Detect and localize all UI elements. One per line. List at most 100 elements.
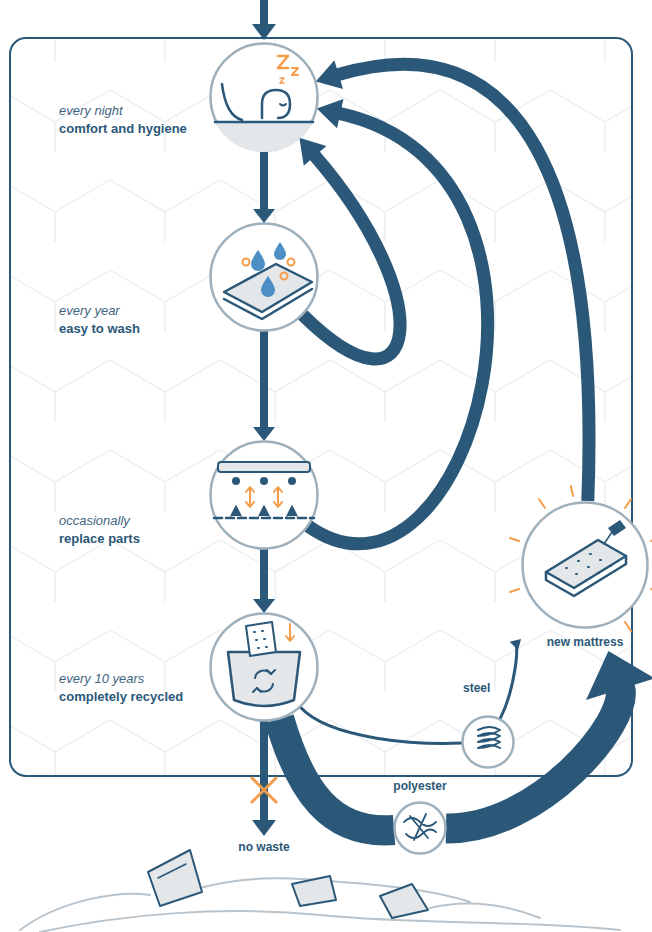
drop-arrow [286, 624, 294, 641]
bed-line [215, 121, 313, 124]
mattress-top [546, 540, 626, 588]
flow-connector [446, 651, 652, 828]
closed-eye [280, 104, 286, 106]
ground-line [40, 911, 620, 932]
arrow-head [253, 427, 275, 441]
swap-arrow [274, 487, 282, 507]
frame-border [10, 38, 632, 776]
circle-outline [209, 42, 319, 152]
spring-coil [478, 727, 500, 748]
node-text-block: every nightcomfort and hygiene [59, 102, 207, 138]
node-text-block: occasionallyreplace parts [59, 512, 207, 548]
arrow-head [316, 60, 343, 89]
frame-fill [10, 38, 632, 776]
foam-bubble [288, 259, 295, 266]
glow-rays [510, 486, 652, 631]
frame-pattern [10, 38, 632, 776]
glow-ray [625, 622, 631, 631]
flow-connector [300, 707, 462, 743]
circle-outline [461, 715, 515, 769]
water-drop [251, 250, 265, 271]
arrow-head [253, 209, 275, 223]
circle-outline [209, 612, 319, 722]
flow-connector [299, 138, 400, 359]
waste-bag [292, 876, 336, 906]
node-text-block: every 10 yearscompletely recycled [59, 670, 207, 706]
polyester-icon [404, 814, 436, 840]
foam-bubble [281, 273, 288, 280]
frequency-text: every 10 years [59, 670, 207, 688]
entry-arrow [252, 0, 276, 40]
cover-layer [224, 289, 312, 319]
waste-bag [380, 884, 428, 918]
node-text-block: new mattress [521, 633, 649, 651]
glow-ray [510, 589, 519, 592]
circle-shape [523, 503, 648, 628]
tag-string [604, 532, 612, 544]
arrow-head [317, 99, 344, 128]
circle-shape [463, 717, 514, 768]
recycling-bin [228, 652, 300, 706]
frequency-text: occasionally [59, 512, 207, 530]
water-drop [274, 242, 286, 260]
node-text: polyester [370, 777, 470, 795]
connector-line [260, 151, 268, 210]
mattress-dots [566, 554, 611, 580]
material-circle: polyester [393, 801, 447, 855]
steel-icon [478, 727, 500, 748]
mattress-dots [254, 631, 267, 648]
glow-ray [651, 589, 652, 592]
connector-line [260, 331, 268, 428]
circle-shape [211, 224, 318, 331]
frequency-text: every night [59, 102, 207, 120]
water-drop [261, 276, 275, 297]
connector-line [500, 645, 517, 719]
material-circle: steel [461, 715, 515, 769]
node-text-block: polyester [370, 777, 470, 795]
node-text: easy to wash [59, 320, 207, 338]
sleep-z [278, 56, 288, 68]
node-text: replace parts [59, 530, 207, 548]
mattress-fill [215, 122, 313, 152]
arrow-head [299, 138, 326, 166]
glow-ray [625, 499, 631, 508]
waste-bag [148, 850, 202, 906]
circle-shape [395, 803, 446, 854]
connector-line [338, 64, 589, 501]
flow-connector [279, 719, 394, 831]
flow-connector [253, 549, 275, 613]
landfill [20, 850, 620, 932]
frequency-text: every year [59, 302, 207, 320]
circle-shape [211, 614, 318, 721]
stage-circle: every yeareasy to wash [209, 222, 319, 332]
base-layer [214, 517, 314, 520]
fiber-lines [404, 814, 436, 840]
connector-stud [260, 477, 268, 485]
circle-outline [393, 801, 447, 855]
connector-line [300, 707, 462, 743]
cover-cloth [224, 264, 312, 312]
parts-icon [214, 462, 314, 518]
flow-connector [316, 60, 589, 501]
flow-connector [308, 99, 487, 544]
mattress-side [546, 556, 626, 596]
connector-stud [232, 477, 240, 485]
connector-line [260, 549, 268, 600]
arrow-head [510, 639, 521, 650]
stage-circle: every nightcomfort and hygiene [209, 42, 319, 152]
glow-ray [571, 486, 573, 496]
node-text: steel [463, 679, 523, 697]
top-layer [218, 462, 310, 472]
blanket-line [222, 84, 242, 120]
ground-line [430, 903, 540, 918]
note-label: no waste [214, 838, 314, 856]
sleep-z [292, 68, 298, 75]
swap-arrow [246, 487, 254, 507]
circle-shape [211, 44, 318, 151]
foam-bubble [243, 259, 250, 266]
node-text: new mattress [521, 633, 649, 651]
node-text-block: steel [463, 679, 523, 697]
